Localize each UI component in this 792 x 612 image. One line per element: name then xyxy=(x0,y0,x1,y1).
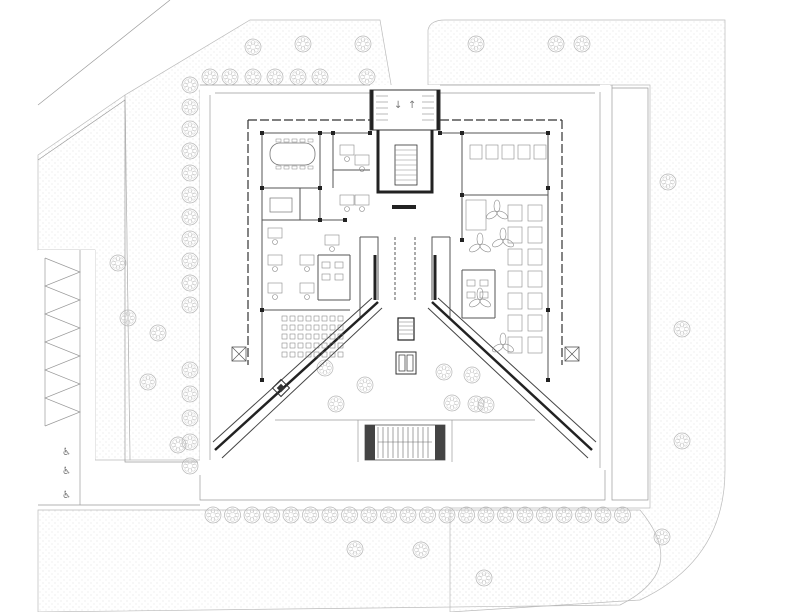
tree-symbol xyxy=(181,433,199,451)
tree-symbol xyxy=(346,540,364,558)
tree-symbol xyxy=(477,506,495,524)
lift-symbol xyxy=(271,378,291,398)
tree-symbol xyxy=(169,436,187,454)
tree-symbol xyxy=(516,506,534,524)
tree-symbol xyxy=(536,506,553,524)
tree-symbol xyxy=(181,142,199,160)
auditorium-seating xyxy=(281,315,344,358)
tree-symbol xyxy=(573,35,591,53)
parking-stalls xyxy=(44,257,81,427)
tree-symbol xyxy=(399,506,417,524)
entrance-arrow-down-icon: ↓ xyxy=(394,100,402,111)
tree-symbol xyxy=(181,120,199,138)
mechanical-shaft-east xyxy=(564,346,580,362)
tree-symbol xyxy=(244,68,262,86)
tree-symbol xyxy=(497,506,514,524)
tree-symbol xyxy=(438,506,456,524)
entrance-arrow-up-icon: ↑ xyxy=(408,100,416,111)
tree-symbol xyxy=(659,173,677,191)
tree-symbol xyxy=(467,35,485,53)
tree-symbol xyxy=(139,373,157,391)
tree-symbol xyxy=(181,208,199,226)
tree-symbol xyxy=(181,252,199,270)
tree-symbol xyxy=(653,528,671,546)
tree-symbol xyxy=(467,395,485,413)
accessible-parking-icon: ♿ xyxy=(62,447,71,458)
building xyxy=(212,119,597,462)
tree-symbol xyxy=(263,506,280,524)
tree-symbol xyxy=(477,396,495,414)
tree-symbol xyxy=(109,254,127,272)
tree-symbol xyxy=(311,68,329,86)
tree-symbol xyxy=(302,506,319,524)
restroom-west xyxy=(321,261,344,281)
atrium-diagonal-walls xyxy=(212,297,597,459)
tree-symbol xyxy=(356,376,374,394)
tree-symbol xyxy=(463,366,481,384)
tree-symbol xyxy=(244,38,262,56)
tree-symbol xyxy=(673,320,691,338)
tree-symbol xyxy=(289,68,307,86)
accessible-parking-icon: ♿ xyxy=(62,466,71,477)
tree-symbol xyxy=(412,541,430,559)
tree-symbol xyxy=(181,274,199,292)
tree-symbol xyxy=(181,361,199,379)
tree-symbol xyxy=(380,506,397,524)
restroom-east xyxy=(466,279,489,299)
tree-symbol xyxy=(475,569,493,587)
tree-symbol xyxy=(181,457,199,475)
conference-table-symbol xyxy=(269,138,316,170)
north-entrance: ↓ ↑ xyxy=(369,89,441,131)
tree-symbol xyxy=(181,76,199,94)
tree-symbol xyxy=(181,186,199,204)
workstation-symbol xyxy=(465,144,547,354)
tree-symbol xyxy=(119,309,137,327)
tree-symbol xyxy=(181,98,199,116)
tree-symbol xyxy=(181,296,199,314)
elevator-symbol xyxy=(395,351,417,375)
tree-symbol xyxy=(181,164,199,182)
tree-symbol xyxy=(221,68,239,86)
tree-symbol xyxy=(181,230,199,248)
tree-symbol xyxy=(224,506,241,524)
tree-symbol xyxy=(341,506,358,524)
tree-symbol xyxy=(149,324,167,342)
tree-symbol xyxy=(282,506,300,524)
tree-symbol xyxy=(443,394,461,412)
structural-columns xyxy=(260,131,550,382)
core-stair-symbol xyxy=(394,144,418,186)
tree-symbol xyxy=(547,35,565,53)
south-stair-symbol xyxy=(364,424,446,461)
tree-symbol xyxy=(435,363,453,381)
workstation-symbol xyxy=(267,144,370,300)
tree-symbol xyxy=(614,506,631,524)
tree-symbol xyxy=(266,68,284,86)
tree-symbol xyxy=(594,506,612,524)
tree-symbol xyxy=(575,506,592,524)
tree-symbol xyxy=(458,506,475,524)
tree-symbol xyxy=(294,35,312,53)
tree-symbol xyxy=(327,395,345,413)
meeting-table-symbol xyxy=(269,197,293,213)
atrium-stair-symbol xyxy=(397,317,415,341)
tree-symbol xyxy=(204,506,222,524)
tree-symbol xyxy=(354,35,372,53)
accessible-parking-icons: ♿ ♿ ♿ xyxy=(62,447,71,501)
tree-symbol xyxy=(360,506,378,524)
tree-symbol xyxy=(555,506,573,524)
tree-symbol xyxy=(201,68,219,86)
tree-symbol xyxy=(419,506,436,524)
tree-symbol xyxy=(673,432,691,450)
mechanical-shaft-west xyxy=(231,346,247,362)
tree-symbol xyxy=(181,385,199,403)
lawn-south xyxy=(37,509,662,612)
tree-symbol xyxy=(181,409,199,427)
tree-group xyxy=(109,35,691,587)
accessible-parking-icon: ♿ xyxy=(62,490,71,501)
tree-symbol xyxy=(243,506,261,524)
tree-symbol xyxy=(358,68,376,86)
tree-symbol xyxy=(321,506,339,524)
